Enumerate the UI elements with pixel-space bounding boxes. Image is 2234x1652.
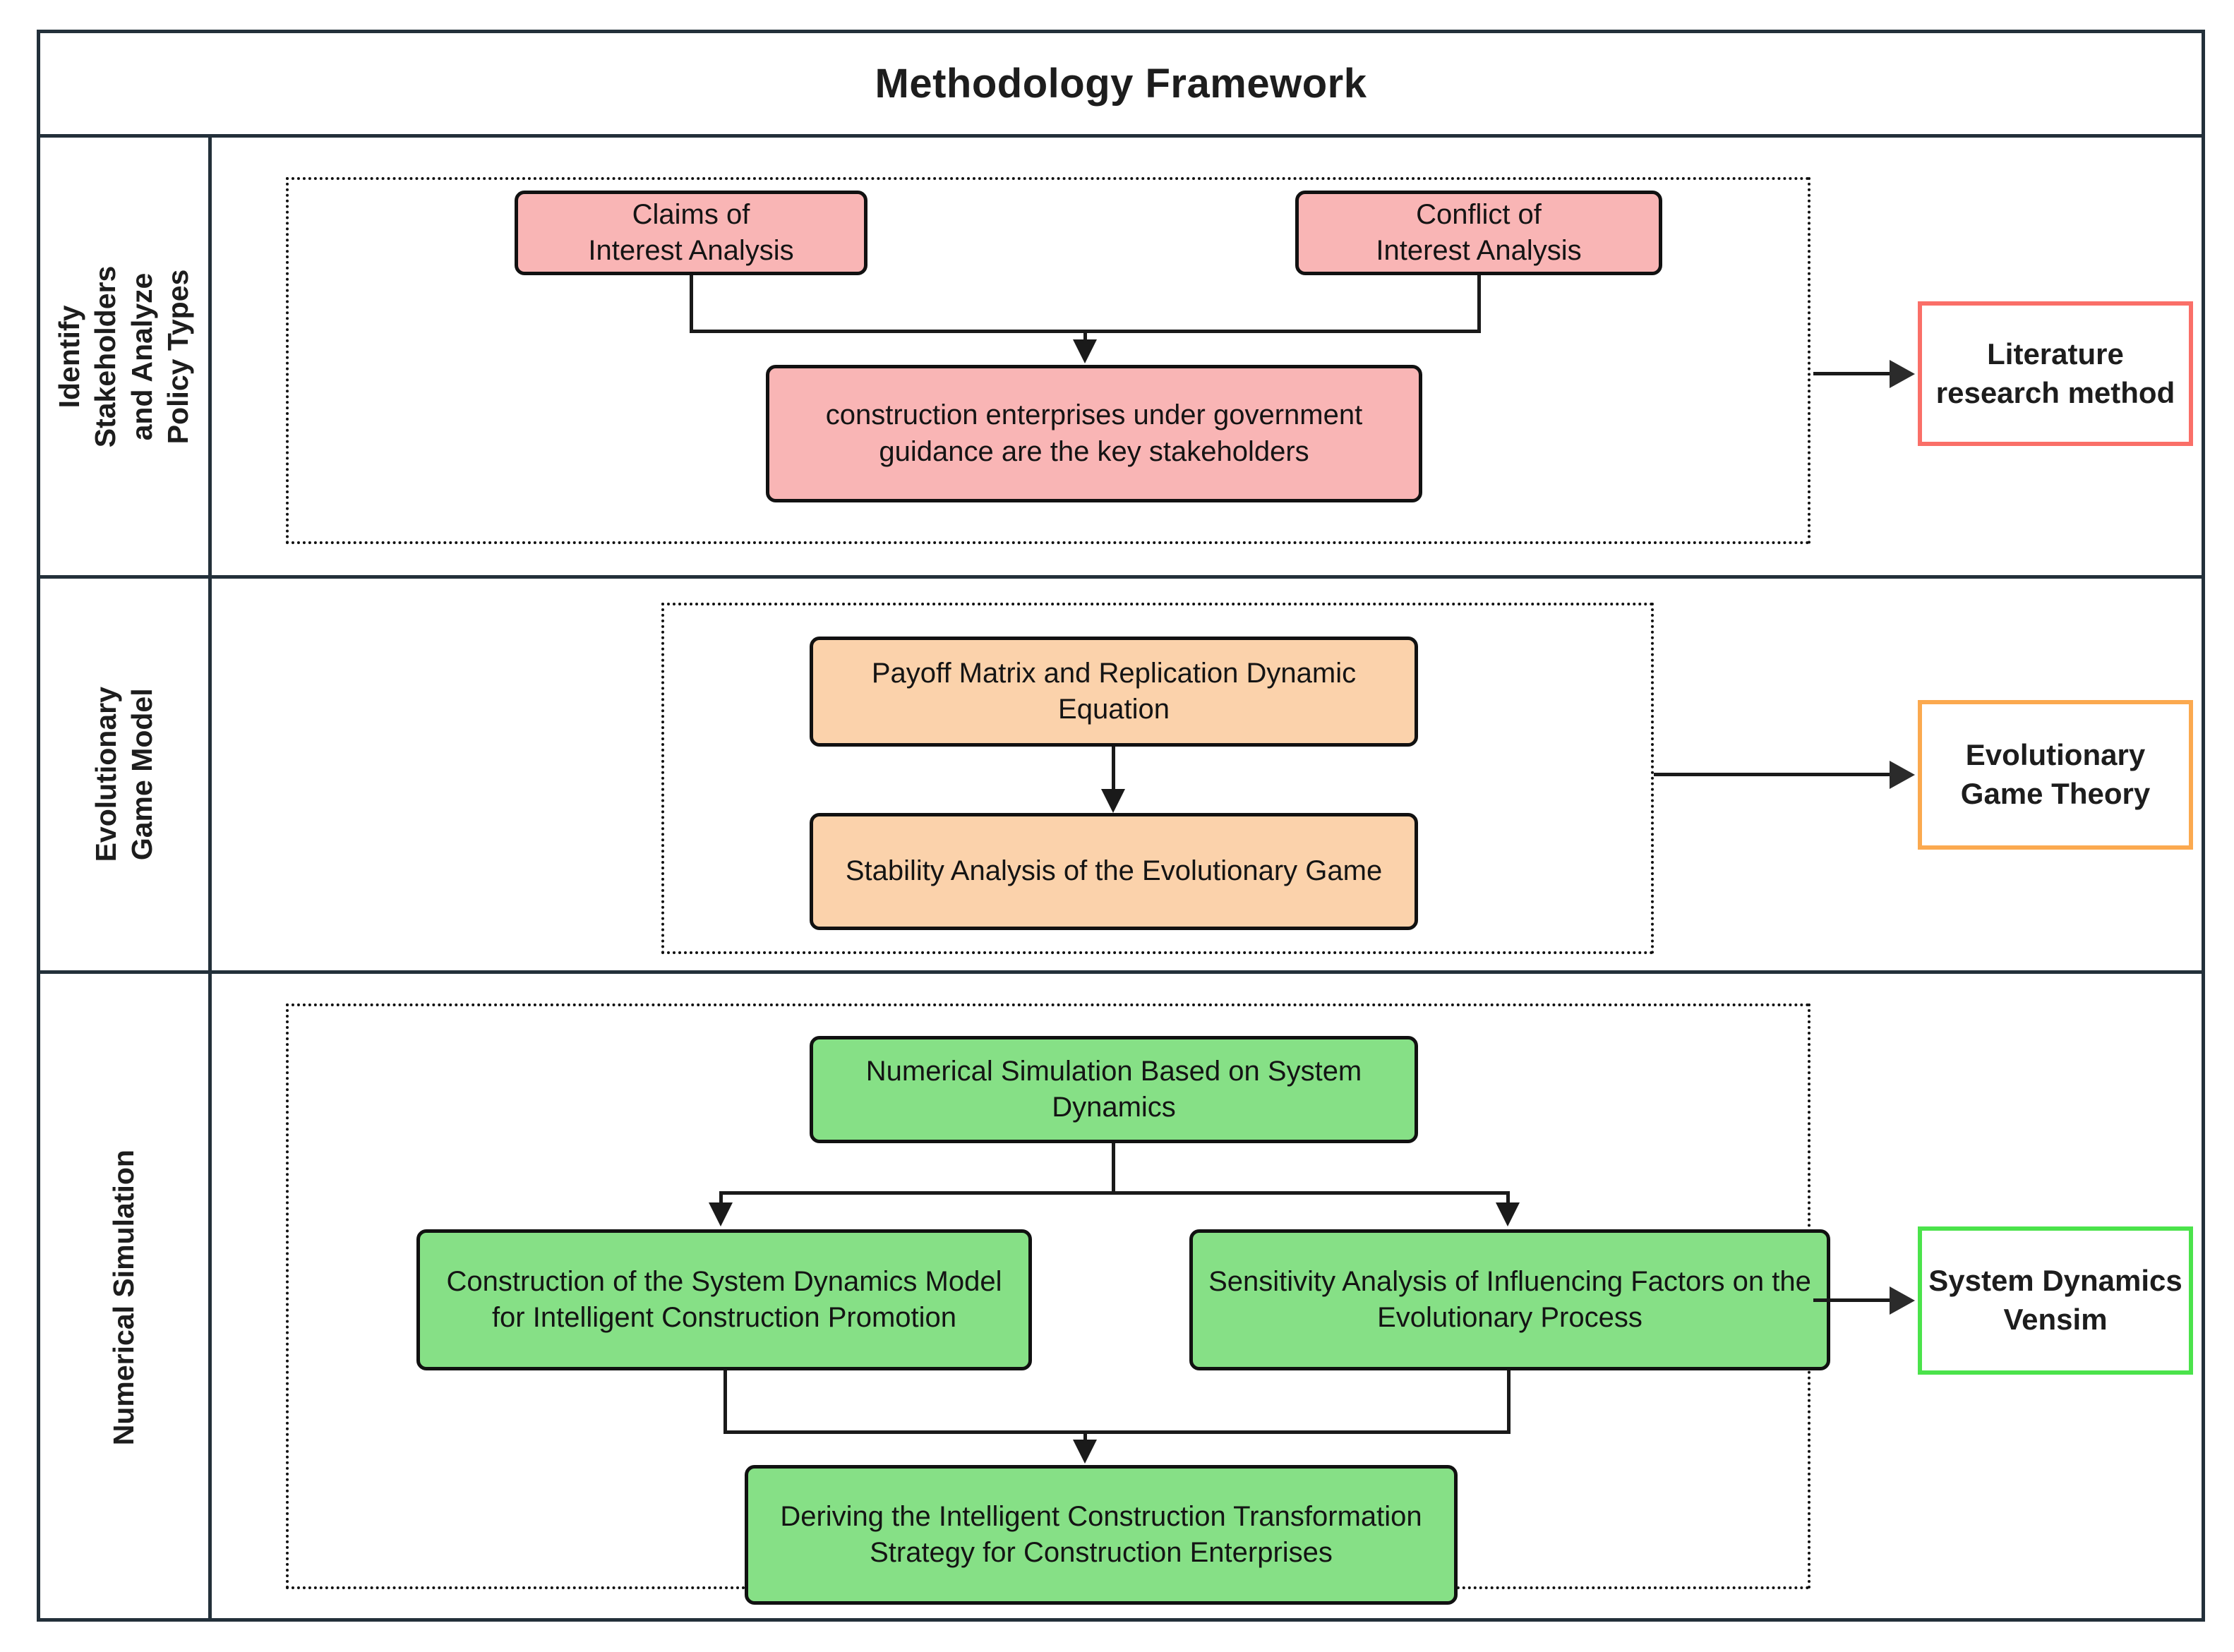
node-construction-system-dynamics-model[interactable]: Construction of the System Dynamics Mode… xyxy=(416,1229,1032,1370)
row-identify-stakeholders: Identify Stakeholders and Analyze Policy… xyxy=(40,138,2202,579)
node-conflict-of-interest-analysis[interactable]: Conflict of Interest Analysis xyxy=(1295,191,1662,275)
connector-row-1-to-method xyxy=(1813,372,1891,375)
page-title: Methodology Framework xyxy=(875,61,1367,107)
connector-split-bar-row-3 xyxy=(719,1191,1510,1195)
arrowhead-to-system-dynamics-vensim xyxy=(1890,1286,1915,1315)
arrowhead-to-key-stakeholders xyxy=(1073,339,1097,363)
method-box-evolutionary-game-theory[interactable]: Evolutionary Game Theory xyxy=(1918,700,2193,850)
arrowhead-to-stability-analysis xyxy=(1101,789,1125,813)
row-numerical-simulation: Numerical Simulation Numerical Simulatio… xyxy=(40,974,2202,1622)
node-key-stakeholders[interactable]: construction enterprises under governmen… xyxy=(766,365,1422,502)
connector-merge-stem-row-1 xyxy=(1083,330,1087,345)
node-sensitivity-analysis-influencing-factors[interactable]: Sensitivity Analysis of Influencing Fact… xyxy=(1189,1229,1830,1370)
connector-conflict-drop xyxy=(1477,275,1481,333)
method-box-system-dynamics-vensim[interactable]: System Dynamics Vensim xyxy=(1918,1226,2193,1375)
connector-row-3-to-method xyxy=(1813,1298,1891,1302)
methodology-framework-diagram: Methodology Framework Identify Stakehold… xyxy=(37,30,2205,1622)
group-container-row-2 xyxy=(661,603,1654,954)
row-evolutionary-game-model: Evolutionary Game Model Payoff Matrix an… xyxy=(40,579,2202,974)
arrowhead-to-literature-method xyxy=(1890,360,1915,388)
node-deriving-transformation-strategy[interactable]: Deriving the Intelligent Construction Tr… xyxy=(745,1465,1458,1605)
method-box-literature-research[interactable]: Literature research method xyxy=(1918,301,2193,446)
connector-split-left-drop xyxy=(719,1191,723,1208)
node-claims-of-interest-analysis[interactable]: Claims of Interest Analysis xyxy=(515,191,867,275)
diagram-title-band: Methodology Framework xyxy=(40,33,2202,138)
row-label-cell-1: Identify Stakeholders and Analyze Policy… xyxy=(40,138,212,575)
arrowhead-to-sensitivity-analysis xyxy=(1496,1202,1520,1226)
node-payoff-matrix-replication-dynamic[interactable]: Payoff Matrix and Replication Dynamic Eq… xyxy=(810,637,1418,747)
connector-payoff-to-stability xyxy=(1112,747,1115,795)
connector-sensitivity-drop xyxy=(1507,1370,1511,1434)
arrowhead-to-deriving-strategy xyxy=(1073,1440,1097,1464)
node-stability-analysis-evolutionary-game[interactable]: Stability Analysis of the Evolutionary G… xyxy=(810,813,1418,930)
row-label-cell-3: Numerical Simulation xyxy=(40,974,212,1622)
row-label-numerical-simulation: Numerical Simulation xyxy=(107,1150,140,1446)
connector-split-stem-row-3 xyxy=(1112,1143,1115,1194)
node-numerical-simulation-system-dynamics[interactable]: Numerical Simulation Based on System Dyn… xyxy=(810,1036,1418,1143)
row-label-cell-2: Evolutionary Game Model xyxy=(40,579,212,970)
connector-merge-stem-row-3 xyxy=(1083,1430,1087,1446)
arrowhead-to-construction-model xyxy=(709,1202,733,1226)
group-container-row-1 xyxy=(286,177,1810,544)
connector-construction-drop xyxy=(723,1370,727,1434)
connector-claims-drop xyxy=(690,275,693,333)
row-label-evolutionary-game-model: Evolutionary Game Model xyxy=(89,687,159,862)
arrowhead-to-evolutionary-game-theory xyxy=(1890,761,1915,789)
connector-merge-bar-row-3 xyxy=(723,1430,1511,1434)
connector-split-right-drop xyxy=(1506,1191,1510,1208)
row-label-identify-stakeholders: Identify Stakeholders and Analyze Policy… xyxy=(53,265,195,447)
connector-row-2-to-method xyxy=(1654,773,1891,776)
